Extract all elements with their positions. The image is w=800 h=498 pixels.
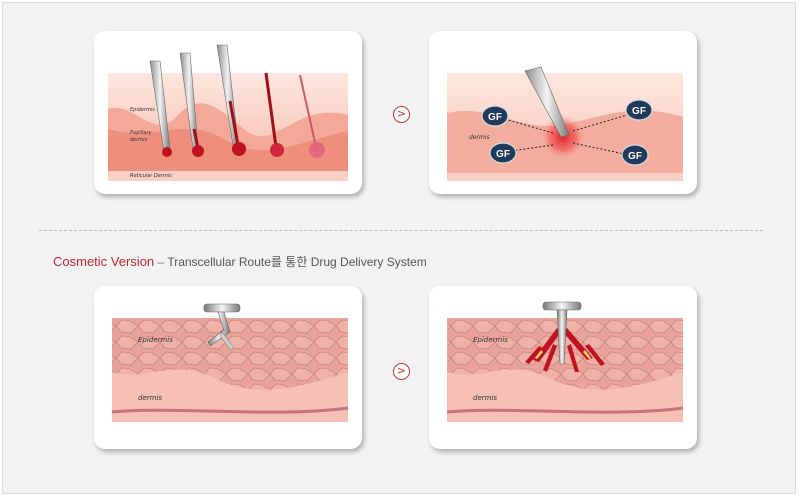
gf-bubble-3: GF xyxy=(489,142,517,164)
microneedle-depth-illustration: Epidermis Papillary dermis Reticular Der… xyxy=(108,44,348,181)
section-divider xyxy=(39,230,763,231)
blood-spot xyxy=(162,147,172,157)
blood-spot xyxy=(270,143,284,157)
label-epidermis: Epidermis xyxy=(130,107,155,113)
panel-microneedle-depth: Epidermis Papillary dermis Reticular Der… xyxy=(94,31,362,194)
label-dermis: dermis xyxy=(469,134,490,141)
caption-title: Cosmetic Version xyxy=(53,254,155,269)
needle-5 xyxy=(299,74,317,148)
label-dermis: dermis xyxy=(473,394,497,402)
label-papillary-dermis: dermis xyxy=(130,137,148,143)
blood-spot xyxy=(232,142,246,156)
dermis-layer xyxy=(112,369,348,422)
section-caption: Cosmetic Version – Transcellular Route를 … xyxy=(53,253,427,270)
blood-spot xyxy=(192,145,204,157)
label-epidermis: Epidermis xyxy=(473,336,508,344)
gf-bubble-2: GF xyxy=(625,99,653,121)
label-epidermis: Epidermis xyxy=(138,336,173,344)
svg-text:GF: GF xyxy=(632,106,646,117)
gf-bubble-4: GF xyxy=(621,144,649,166)
gf-bubble-1: GF xyxy=(481,105,509,127)
transcellular-delivery-illustration: Epidermis dermis xyxy=(446,301,684,422)
needle-4 xyxy=(264,72,278,148)
cosmetic-tip xyxy=(203,303,241,351)
diffusion-arrows xyxy=(504,114,630,156)
svg-text:GF: GF xyxy=(488,112,502,123)
blood-spot xyxy=(541,115,585,159)
caption-separator: – xyxy=(157,255,165,269)
dermis-layer xyxy=(447,369,683,422)
next-arrow-icon: > xyxy=(393,106,410,123)
cosmetic-tip-illustration: Epidermis dermis xyxy=(111,303,349,422)
blood-spot xyxy=(309,142,325,158)
panel-cosmetic-tip: Epidermis dermis xyxy=(94,286,362,449)
label-reticular-dermis: Reticular Dermis xyxy=(130,173,172,179)
next-arrow-icon: > xyxy=(393,363,410,380)
needle xyxy=(524,66,570,138)
reticular-dermis-layer xyxy=(108,171,348,181)
svg-text:GF: GF xyxy=(496,149,510,160)
panel-growth-factor: GF GF GF GF dermis xyxy=(429,31,697,194)
growth-factor-illustration: GF GF GF GF dermis xyxy=(447,66,683,181)
panel-transcellular-delivery: Epidermis dermis xyxy=(429,286,697,449)
label-papillary: Papillary xyxy=(130,130,153,136)
caption-subtitle: Transcellular Route를 통한 Drug Delivery Sy… xyxy=(167,255,427,269)
svg-text:GF: GF xyxy=(628,151,642,162)
label-dermis: dermis xyxy=(138,394,162,402)
cosmetic-tip xyxy=(542,301,582,365)
